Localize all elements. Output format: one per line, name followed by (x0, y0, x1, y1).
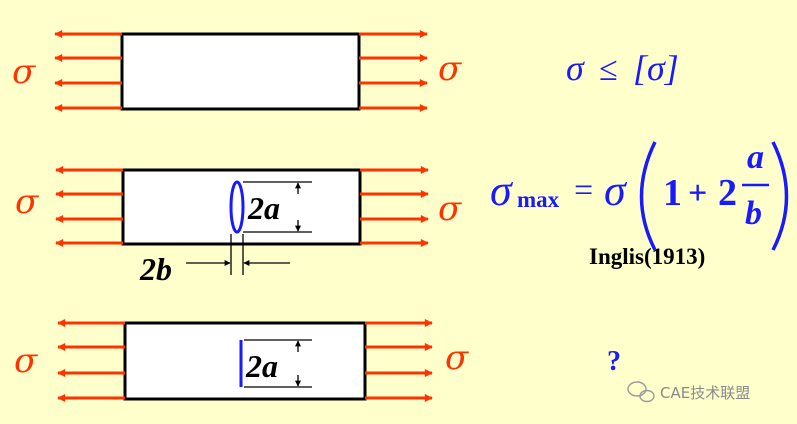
elliptical-hole-plate-group: 2a 2b σ σ (15, 166, 462, 287)
watermark: CAE技术联盟 (627, 381, 750, 403)
plain-plate-group: σ σ (12, 30, 462, 112)
formula-plus: + (688, 175, 707, 212)
slit-height-label: 2a (245, 348, 278, 384)
watermark-text: CAE技术联盟 (660, 384, 750, 402)
sigma-label-right: σ (438, 189, 462, 229)
formula-two: 2 (718, 172, 737, 214)
inglis-formula: σ max = σ 1 + 2 a b (490, 139, 789, 251)
dimension-2a-lines (243, 181, 312, 233)
formula-leq: ≤ (599, 51, 618, 88)
wechat-icon (627, 381, 655, 403)
right-paren (771, 141, 789, 251)
plain-plate (120, 32, 361, 111)
left-paren (639, 141, 657, 251)
right-tension-arrows (359, 30, 428, 112)
sigma-label-left: σ (12, 52, 36, 92)
dimension-2a-lines (244, 339, 312, 388)
dimension-2b-lines (186, 234, 290, 275)
inglis-citation: Inglis(1913) (589, 244, 705, 269)
formula-denominator: b (745, 195, 762, 232)
formula-numerator: a (747, 139, 764, 176)
ellipse-width-label: 2b (139, 251, 172, 287)
formula-equals: = (574, 172, 593, 209)
crack-height-label: 2a (247, 190, 280, 226)
formula-sigma: σ (490, 166, 514, 215)
sigma-label-right: σ (445, 338, 469, 378)
plate-with-crack (123, 321, 367, 401)
elliptical-hole (229, 180, 245, 234)
crack-plate-group: 2a σ σ (14, 319, 469, 402)
allowable-stress-formula: σ ≤ [σ] (566, 48, 679, 88)
sigma-label-left: σ (15, 182, 39, 222)
left-tension-arrows (54, 30, 122, 112)
right-tension-arrows (365, 319, 433, 402)
formula-one: 1 (663, 172, 682, 214)
sigma-label-right: σ (438, 49, 462, 89)
left-tension-arrows (55, 166, 123, 247)
sigma-label-left: σ (14, 341, 38, 381)
left-tension-arrows (57, 319, 125, 402)
formula-subscript-max: max (517, 187, 560, 212)
right-tension-arrows (360, 166, 429, 247)
formula-sigma: σ (566, 48, 585, 88)
formula-sigma: σ (604, 166, 628, 215)
unknown-formula: ? (607, 346, 621, 377)
formula-allowable: [σ] (633, 48, 679, 88)
